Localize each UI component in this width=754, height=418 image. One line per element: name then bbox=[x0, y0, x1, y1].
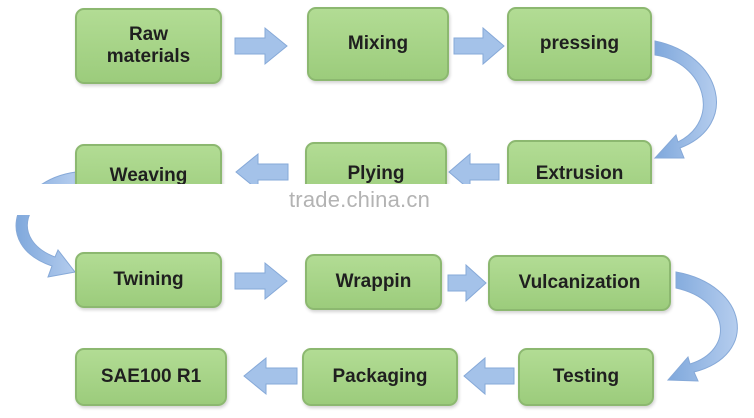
watermark-text: trade.china.cn bbox=[289, 187, 430, 212]
curve-arrow-vulcanization-to-testing bbox=[666, 271, 738, 382]
step-sae100-r1: SAE100 R1 bbox=[75, 348, 227, 406]
arrow-packaging-to-sae100r1 bbox=[243, 356, 298, 396]
arrow-mixing-to-pressing bbox=[453, 26, 505, 66]
step-pressing: pressing bbox=[507, 7, 652, 81]
arrow-extrusion-to-plying bbox=[448, 152, 500, 192]
step-vulcanization: Vulcanization bbox=[488, 255, 671, 311]
step-mixing: Mixing bbox=[307, 7, 449, 81]
step-packaging: Packaging bbox=[302, 348, 458, 406]
arrow-wrappin-to-vulcanization bbox=[447, 263, 487, 303]
watermark-strip bbox=[0, 184, 754, 215]
arrow-testing-to-packaging bbox=[463, 356, 515, 396]
step-testing: Testing bbox=[518, 348, 654, 406]
step-raw-materials: Raw materials bbox=[75, 8, 222, 84]
arrow-twining-to-wrappin bbox=[234, 261, 288, 301]
arrow-plying-to-weaving bbox=[235, 152, 289, 192]
step-wrappin: Wrappin bbox=[305, 254, 442, 310]
step-twining: Twining bbox=[75, 252, 222, 308]
curve-arrow-pressing-to-extrusion bbox=[653, 40, 717, 159]
arrow-raw-to-mixing bbox=[234, 26, 288, 66]
